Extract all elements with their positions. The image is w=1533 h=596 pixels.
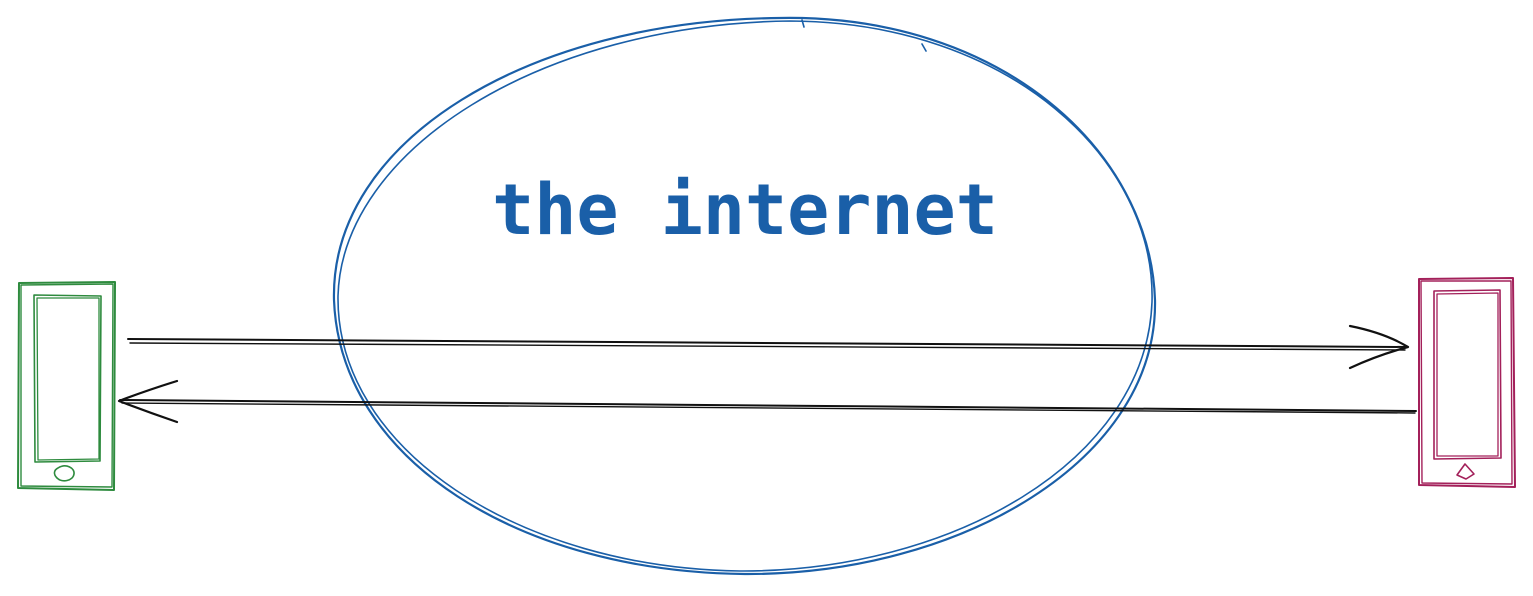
left-smartphone-home-button (53, 465, 75, 482)
arrow-left-to-right (127, 324, 1410, 370)
right-smartphone-screen (1433, 289, 1502, 460)
arrowhead-right (1348, 324, 1410, 370)
right-smartphone-home-button (1456, 463, 1475, 480)
left-smartphone-screen (33, 294, 102, 463)
arrow-right-to-left (117, 379, 1417, 424)
internet-cloud (332, 16, 1157, 576)
internet-cloud-outline-2 (337, 20, 1153, 572)
right-smartphone-icon (1418, 277, 1516, 488)
left-smartphone-icon (17, 281, 116, 491)
internet-label: the internet (492, 169, 998, 251)
arrowhead-left (117, 379, 179, 424)
internet-cloud-tick (801, 19, 927, 52)
